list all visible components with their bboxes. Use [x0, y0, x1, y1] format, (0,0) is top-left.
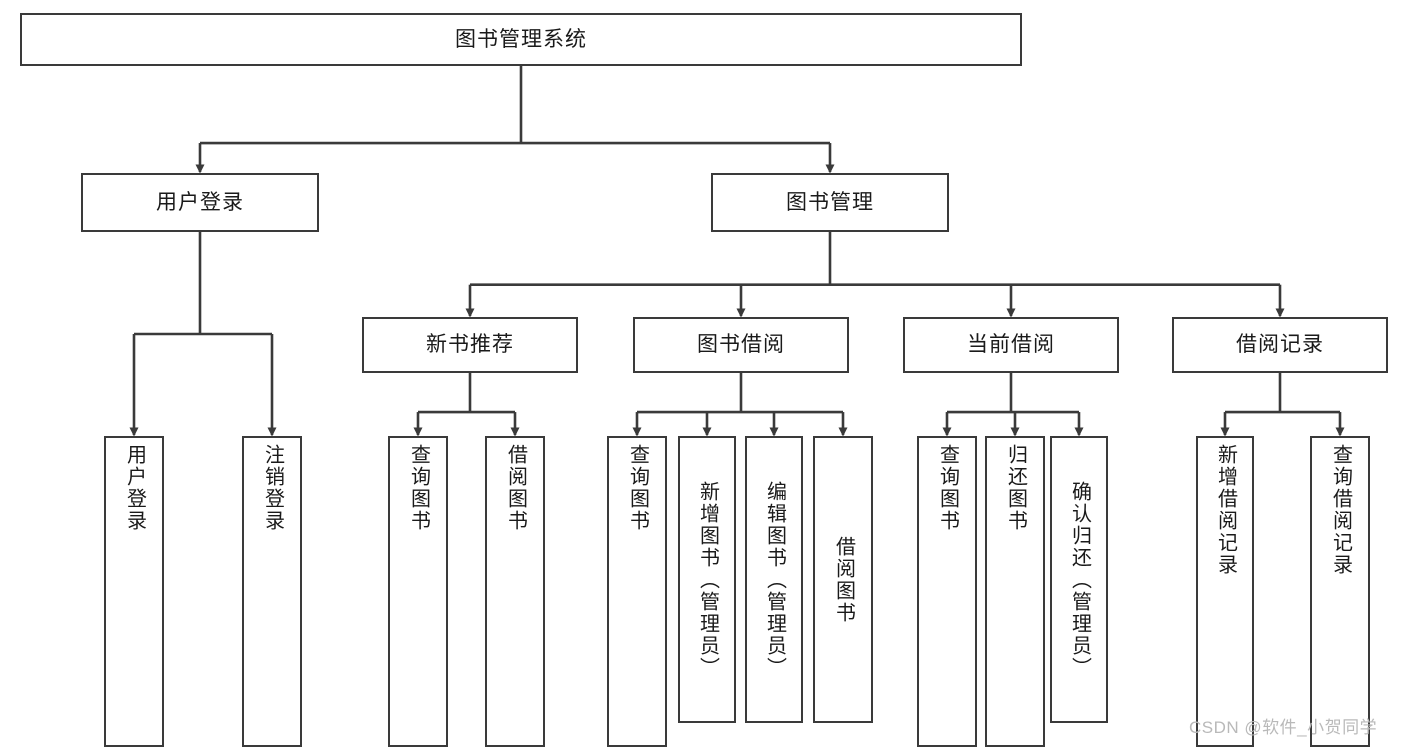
node-leaf-return-book[interactable]: 归还图书	[985, 436, 1045, 747]
node-label-current-borrow: 当前借阅	[967, 333, 1055, 357]
node-leaf-user-logout[interactable]: 注销登录	[242, 436, 302, 747]
node-label-leaf-add-book: 新增图书（管理员）	[696, 480, 719, 679]
node-leaf-query-record[interactable]: 查询借阅记录	[1310, 436, 1370, 747]
node-leaf-add-record[interactable]: 新增借阅记录	[1196, 436, 1254, 747]
node-leaf-query-book-3[interactable]: 查询图书	[917, 436, 977, 747]
node-label-leaf-add-record: 新增借阅记录	[1214, 444, 1237, 576]
node-label-root: 图书管理系统	[455, 27, 587, 51]
node-leaf-borrow-book-2[interactable]: 借阅图书	[813, 436, 873, 723]
node-leaf-query-book-1[interactable]: 查询图书	[388, 436, 448, 747]
node-label-leaf-query-record: 查询借阅记录	[1329, 444, 1352, 576]
node-book-borrow[interactable]: 图书借阅	[633, 317, 849, 373]
node-leaf-query-book-2[interactable]: 查询图书	[607, 436, 667, 747]
node-label-leaf-query-book-1: 查询图书	[407, 444, 430, 532]
node-leaf-borrow-book-1[interactable]: 借阅图书	[485, 436, 545, 747]
node-label-leaf-user-login: 用户登录	[123, 444, 146, 532]
node-label-book-borrow: 图书借阅	[697, 333, 785, 357]
node-leaf-user-login[interactable]: 用户登录	[104, 436, 164, 747]
node-label-new-book-rec: 新书推荐	[426, 333, 514, 357]
node-label-leaf-query-book-3: 查询图书	[936, 444, 959, 532]
node-label-leaf-borrow-book-1: 借阅图书	[504, 444, 527, 532]
node-borrow-record[interactable]: 借阅记录	[1172, 317, 1388, 373]
csdn-watermark: CSDN @软件_小贺同学	[1189, 718, 1378, 737]
node-label-leaf-return-book: 归还图书	[1004, 444, 1027, 532]
node-root[interactable]: 图书管理系统	[20, 13, 1022, 66]
node-label-leaf-confirm-return: 确认归还（管理员）	[1068, 480, 1091, 679]
node-current-borrow[interactable]: 当前借阅	[903, 317, 1119, 373]
node-book-manage[interactable]: 图书管理	[711, 173, 949, 232]
node-new-book-rec[interactable]: 新书推荐	[362, 317, 578, 373]
node-label-book-manage: 图书管理	[786, 190, 874, 214]
node-label-user-login: 用户登录	[156, 190, 244, 214]
node-user-login[interactable]: 用户登录	[81, 173, 319, 232]
node-leaf-add-book[interactable]: 新增图书（管理员）	[678, 436, 736, 723]
node-leaf-confirm-return[interactable]: 确认归还（管理员）	[1050, 436, 1108, 723]
node-leaf-edit-book[interactable]: 编辑图书（管理员）	[745, 436, 803, 723]
node-label-leaf-borrow-book-2: 借阅图书	[832, 535, 855, 624]
node-label-leaf-user-logout: 注销登录	[261, 444, 284, 532]
node-label-leaf-edit-book: 编辑图书（管理员）	[763, 480, 786, 679]
node-label-borrow-record: 借阅记录	[1236, 333, 1324, 357]
node-label-leaf-query-book-2: 查询图书	[626, 444, 649, 532]
